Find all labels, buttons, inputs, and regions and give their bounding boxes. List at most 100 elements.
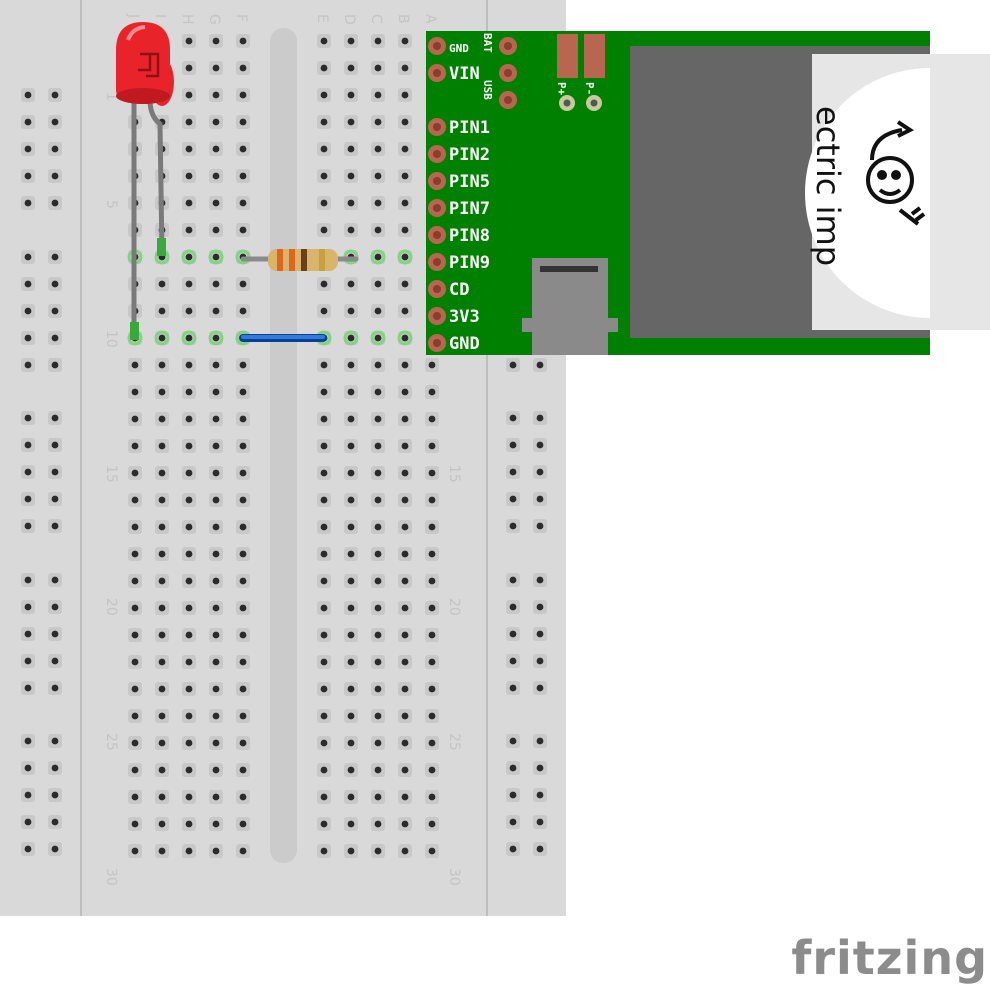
- breadboard-hole-contact: [24, 280, 32, 288]
- breadboard-hole-contact: [185, 199, 193, 207]
- pad-label-plus: P+: [555, 82, 568, 96]
- breadboard-hole-contact: [158, 604, 166, 612]
- connected-hole: [208, 249, 224, 265]
- breadboard-hole-contact: [401, 658, 409, 666]
- breadboard-hole-contact: [374, 766, 382, 774]
- breadboard-hole-contact: [212, 496, 220, 504]
- breadboard-hole-contact: [212, 793, 220, 801]
- breadboard-hole-contact: [24, 145, 32, 153]
- breadboard-hole-contact: [374, 658, 382, 666]
- breadboard-hole-contact: [239, 469, 247, 477]
- breadboard-hole-contact: [185, 739, 193, 747]
- breadboard-hole-contact: [374, 64, 382, 72]
- breadboard-hole-contact: [320, 280, 328, 288]
- breadboard-hole-contact: [212, 442, 220, 450]
- breadboard-hole-contact: [185, 685, 193, 693]
- electric-imp-breakout[interactable]: ectric imp P+ P- BAT USB GND: [426, 31, 990, 355]
- breadboard-hole-contact: [428, 442, 436, 450]
- breadboard-hole-contact: [51, 630, 59, 638]
- jumper-wire[interactable]: [239, 334, 327, 342]
- breadboard-hole-contact: [51, 172, 59, 180]
- breadboard-hole-contact: [239, 307, 247, 315]
- breadboard-hole-contact: [536, 791, 544, 799]
- column-letters-left: J I H G F: [125, 13, 249, 25]
- breadboard-hole-contact: [509, 576, 517, 584]
- breadboard-hole-contact: [131, 847, 139, 855]
- breadboard-hole-contact: [320, 658, 328, 666]
- breadboard-hole-contact: [428, 793, 436, 801]
- header-pin-hole: [432, 284, 442, 294]
- breadboard-hole-contact: [347, 550, 355, 558]
- breadboard-hole-contact: [536, 764, 544, 772]
- breadboard-hole-contact: [374, 685, 382, 693]
- column-letter: E: [314, 14, 330, 23]
- breadboard-hole-contact: [509, 764, 517, 772]
- breadboard-hole-contact: [131, 793, 139, 801]
- breadboard-hole-contact: [320, 361, 328, 369]
- breadboard-hole-contact: [51, 91, 59, 99]
- fritzing-logo: fritzing: [791, 931, 988, 985]
- breadboard-hole-contact: [320, 739, 328, 747]
- breadboard-hole-contact: [374, 523, 382, 531]
- breadboard-hole-contact: [239, 604, 247, 612]
- breadboard-hole-contact: [536, 818, 544, 826]
- breadboard-hole-contact: [51, 603, 59, 611]
- breadboard-hole-contact: [51, 791, 59, 799]
- breadboard-hole-contact: [401, 253, 409, 261]
- breadboard-hole-contact: [239, 847, 247, 855]
- breadboard-hole-contact: [347, 118, 355, 126]
- breadboard-hole-contact: [185, 442, 193, 450]
- breadboard-hole-contact: [185, 415, 193, 423]
- breadboard-hole-contact: [320, 91, 328, 99]
- breadboard-hole-contact: [158, 631, 166, 639]
- breadboard-hole-contact: [347, 739, 355, 747]
- breadboard-hole-contact: [185, 712, 193, 720]
- breadboard-hole-contact: [374, 280, 382, 288]
- breadboard-hole-contact: [131, 550, 139, 558]
- breadboard-hole-contact: [158, 577, 166, 585]
- breadboard-hole-contact: [212, 820, 220, 828]
- breadboard-hole-contact: [401, 37, 409, 45]
- breadboard-hole-contact: [51, 818, 59, 826]
- breadboard-hole-contact: [320, 415, 328, 423]
- header-pin-hole: [432, 68, 442, 78]
- breadboard-hole-contact: [374, 415, 382, 423]
- header-pin-hole: [432, 122, 442, 132]
- breadboard-hole-contact: [158, 361, 166, 369]
- breadboard-hole-contact: [51, 253, 59, 261]
- pad-via-hole: [563, 99, 571, 107]
- breadboard-hole-contact: [239, 280, 247, 288]
- breadboard-hole-contact: [401, 280, 409, 288]
- breadboard-hole-contact: [509, 845, 517, 853]
- breadboard-hole-contact: [51, 441, 59, 449]
- breadboard-hole-contact: [24, 737, 32, 745]
- breadboard-hole-contact: [212, 739, 220, 747]
- header-pin-hole: [432, 41, 442, 51]
- breadboard-hole-contact: [239, 793, 247, 801]
- pin-label: 3V3: [449, 307, 480, 327]
- breadboard-hole-contact: [185, 631, 193, 639]
- breadboard-hole-contact: [24, 91, 32, 99]
- breadboard-hole-contact: [320, 496, 328, 504]
- breadboard-hole-contact: [320, 199, 328, 207]
- breadboard-hole-contact: [24, 684, 32, 692]
- breadboard-hole-contact: [158, 442, 166, 450]
- breadboard-hole-contact: [158, 712, 166, 720]
- breadboard-hole-contact: [509, 441, 517, 449]
- resistor[interactable]: [240, 249, 359, 271]
- breadboard-hole-contact: [347, 415, 355, 423]
- breadboard-hole-contact: [185, 793, 193, 801]
- breadboard-hole-contact: [24, 657, 32, 665]
- breadboard-hole-contact: [131, 496, 139, 504]
- resistor-band: [289, 249, 295, 271]
- breadboard-hole-contact: [536, 657, 544, 665]
- breadboard-hole-contact: [212, 145, 220, 153]
- breadboard-hole-contact: [347, 145, 355, 153]
- breadboard-hole-contact: [131, 766, 139, 774]
- breadboard-hole-contact: [320, 820, 328, 828]
- red-led[interactable]: [116, 22, 174, 340]
- column-letter: F: [233, 14, 249, 22]
- breadboard-hole-contact: [536, 737, 544, 745]
- breadboard-hole-contact: [158, 388, 166, 396]
- breadboard-hole-contact: [320, 469, 328, 477]
